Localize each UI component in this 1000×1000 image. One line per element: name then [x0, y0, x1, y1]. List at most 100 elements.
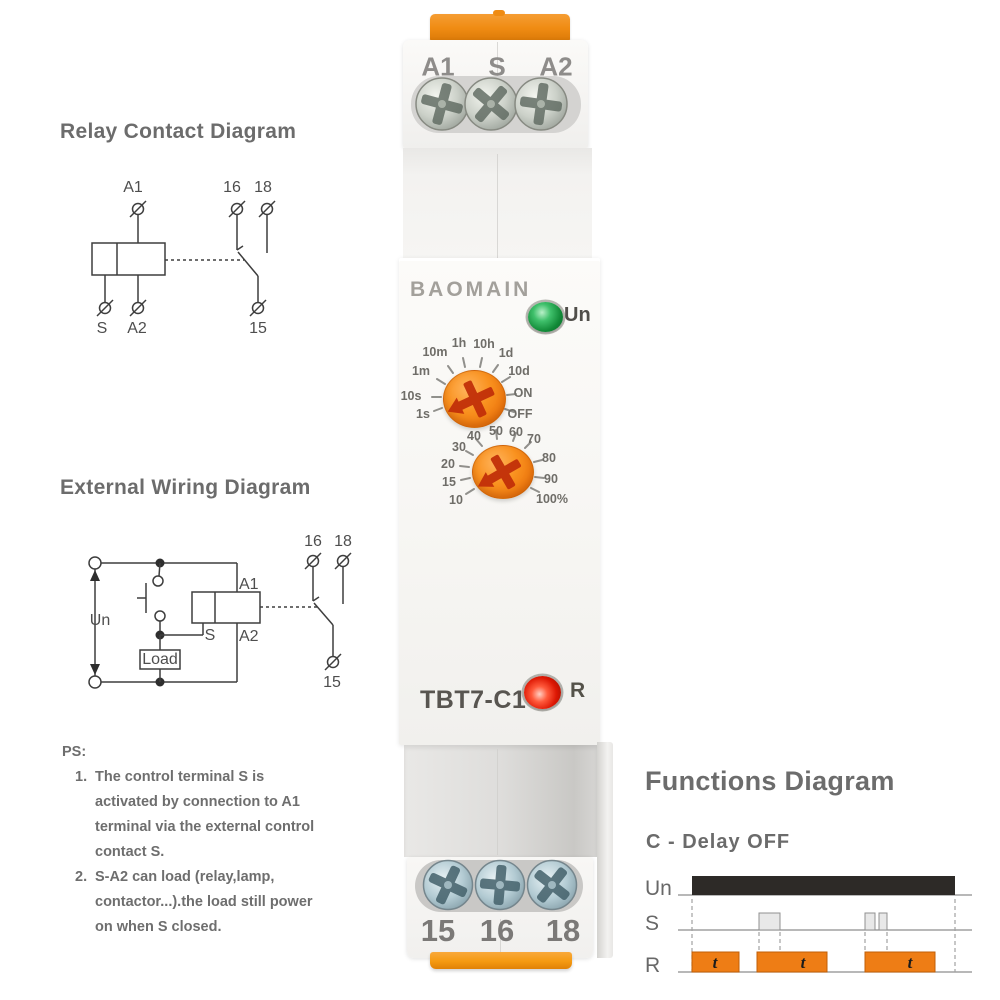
- dial2-label: 20: [441, 457, 455, 471]
- din-clip-bottom: [430, 952, 572, 969]
- model-number: TBT7-C1: [420, 686, 527, 714]
- dial1-label: 10s: [400, 389, 422, 403]
- fine-scale-knob: [472, 445, 534, 499]
- dial1-label: 1d: [498, 346, 514, 360]
- dial1-label: 10d: [508, 364, 530, 378]
- notes-heading: PS:: [62, 744, 87, 760]
- note-item-1: 1. The control terminal S is activated b…: [62, 765, 324, 865]
- functions-title: Functions Diagram: [645, 766, 895, 796]
- timing-dashed-guides: [691, 899, 956, 972]
- knob-pointer-cross: [477, 454, 521, 490]
- bottom-terminal-label-16: 16: [479, 913, 515, 948]
- bottom-terminal-label-18: 18: [545, 913, 581, 948]
- load-label: Load: [142, 651, 178, 668]
- terminal-label-18: 18: [334, 533, 352, 550]
- terminal-label-a2: A2: [127, 320, 147, 337]
- case-seam: [497, 42, 498, 76]
- notes-section: PS: 1. The control terminal S is activat…: [62, 740, 324, 940]
- row-label-un: Un: [645, 877, 672, 900]
- un-supply-bar: [692, 876, 955, 895]
- dial2-label: 80: [542, 451, 556, 465]
- external-wiring-title: External Wiring Diagram: [60, 476, 311, 499]
- dial2-label: 90: [544, 472, 558, 486]
- note-text: S-A2 can load (relay,lamp, contactor...)…: [95, 869, 313, 935]
- dial2-label: 40: [467, 429, 481, 443]
- terminal-label-15: 15: [249, 320, 267, 337]
- terminal-symbols: [96, 200, 276, 317]
- relay-contact-diagram: A1 16 18 S A2 15: [91, 179, 276, 337]
- dial2-label: 30: [452, 440, 466, 454]
- case-seam: [497, 154, 498, 258]
- relay-switch-contact: [236, 215, 268, 302]
- screw-a1: [415, 77, 469, 131]
- note-text: The control terminal S is activated by c…: [95, 769, 315, 860]
- r-relay-output-bars: [691, 951, 936, 973]
- device-front-panel: [399, 258, 600, 745]
- terminal-label-a1: A1: [123, 179, 143, 196]
- supply-rails: [88, 556, 237, 689]
- terminal-label-a2: A2: [239, 628, 259, 645]
- terminal-label-s: S: [97, 320, 108, 337]
- case-seam: [500, 919, 501, 955]
- relay-coil-symbol: [91, 215, 166, 302]
- screw-15: [422, 859, 474, 911]
- screw-18: [526, 859, 578, 911]
- dial1-label: 10m: [422, 345, 448, 359]
- functions-mode-subtitle: C - Delay OFF: [646, 831, 791, 853]
- terminal-label-18: 18: [254, 179, 272, 196]
- dial1-label: 1s: [416, 407, 430, 421]
- dial2-label: 70: [527, 432, 541, 446]
- dial2-label: 100%: [536, 492, 568, 506]
- terminal-label-s: S: [205, 627, 216, 644]
- dial2-label: 10: [449, 493, 463, 507]
- dial1-label: 1h: [451, 336, 467, 350]
- dial2-label: 15: [442, 475, 456, 489]
- note-number: 1.: [75, 769, 88, 785]
- functions-timing-diagram: Un S R t t t: [645, 876, 972, 977]
- knob-pointer-cross: [447, 380, 495, 418]
- delay-time-label: t: [908, 953, 914, 972]
- dial1-label: ON: [513, 386, 533, 400]
- supply-label-un: Un: [90, 612, 110, 629]
- screw-a2: [514, 77, 568, 131]
- power-led-label: Un: [564, 304, 591, 326]
- terminal-label-16: 16: [304, 533, 322, 550]
- power-led-green: [528, 302, 563, 332]
- case-seam: [497, 749, 498, 855]
- row-label-r: R: [645, 954, 660, 977]
- s-control-pulses: [758, 912, 888, 931]
- relay-led-red: [524, 676, 561, 709]
- top-terminal-label-s: S: [488, 51, 506, 82]
- delay-time-label: t: [801, 953, 807, 972]
- case-mid-lower: [404, 745, 597, 857]
- dial1-label: 1m: [411, 364, 431, 378]
- top-terminal-screws: [411, 76, 581, 133]
- dial1-label: OFF: [507, 407, 533, 421]
- relay-led-label: R: [570, 679, 586, 702]
- terminal-label-15: 15: [323, 674, 341, 691]
- note-item-2: 2. S-A2 can load (relay,lamp, contactor.…: [62, 865, 324, 940]
- bottom-terminal-screws: [415, 859, 583, 912]
- terminal-label-a1: A1: [239, 576, 259, 593]
- note-number: 2.: [75, 869, 88, 885]
- relay-switch-contact: [304, 552, 352, 671]
- relay-contact-title: Relay Contact Diagram: [60, 120, 297, 143]
- screw-s: [464, 77, 518, 131]
- dial2-label: 60: [509, 425, 523, 439]
- dial2-label: 50: [489, 424, 503, 438]
- screw-16: [474, 859, 526, 911]
- load-branch: [139, 635, 181, 682]
- bottom-terminal-label-15: 15: [420, 913, 456, 948]
- din-clip-top: [430, 10, 570, 42]
- dial-tick-marks: [431, 357, 545, 495]
- case-mid-upper: [403, 148, 592, 258]
- dial1-label: 10h: [473, 337, 495, 351]
- external-wiring-diagram: 16 18 15 Un A1 S A2 Load: [88, 533, 352, 691]
- row-label-s: S: [645, 912, 659, 935]
- delay-time-label: t: [713, 953, 719, 972]
- terminal-label-16: 16: [223, 179, 241, 196]
- case-side-fin: [597, 742, 613, 958]
- control-pushbutton: [137, 562, 204, 640]
- brand-logo: BAOMAIN: [410, 278, 532, 301]
